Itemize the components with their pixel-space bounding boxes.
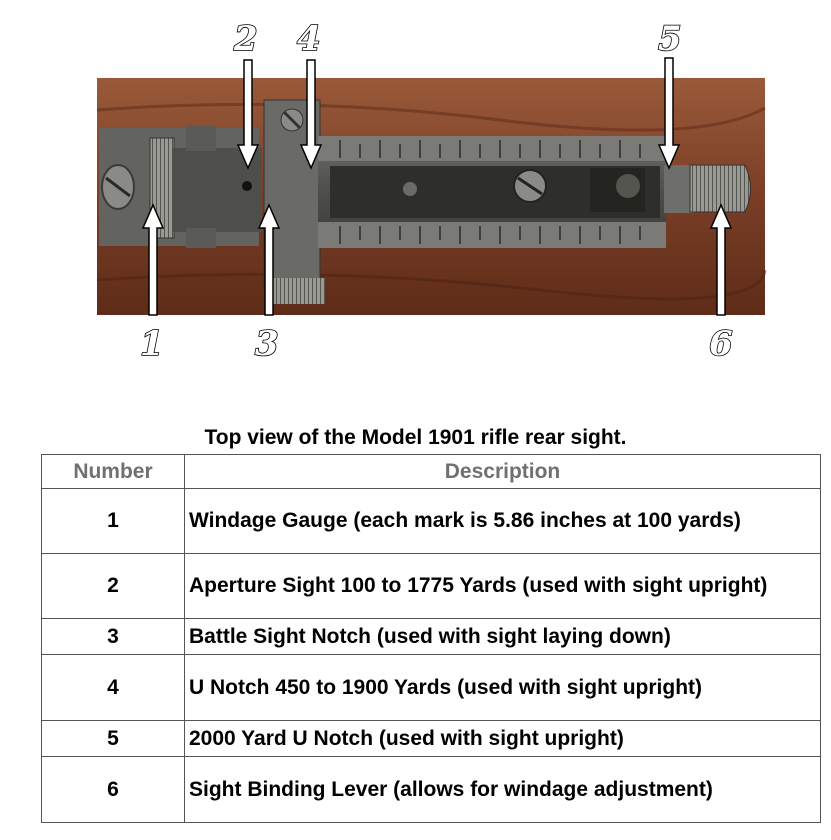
- row-number: 2: [41, 553, 185, 619]
- row-number: 3: [41, 618, 185, 655]
- row-description: Sight Binding Lever (allows for windage …: [184, 756, 821, 823]
- callout-2: 2: [233, 19, 258, 59]
- row-number: 5: [41, 720, 185, 757]
- callout-5: 5: [657, 19, 682, 59]
- table-row: 1 Windage Gauge (each mark is 5.86 inche…: [41, 488, 821, 554]
- table-row: 2 Aperture Sight 100 to 1775 Yards (used…: [41, 553, 821, 619]
- table-row: 5 2000 Yard U Notch (used with sight upr…: [41, 720, 821, 757]
- row-description: Battle Sight Notch (used with sight layi…: [184, 618, 821, 655]
- row-description: 2000 Yard U Notch (used with sight uprig…: [184, 720, 821, 757]
- table-row: 4 U Notch 450 to 1900 Yards (used with s…: [41, 654, 821, 721]
- row-description: Aperture Sight 100 to 1775 Yards (used w…: [184, 553, 821, 619]
- callout-4: 4: [296, 19, 321, 59]
- rear-sight-photo: [96, 57, 767, 316]
- callout-3: 3: [254, 324, 279, 364]
- row-number: 6: [41, 756, 185, 823]
- table-row: 6 Sight Binding Lever (allows for windag…: [41, 756, 821, 823]
- row-description: U Notch 450 to 1900 Yards (used with sig…: [184, 654, 821, 721]
- rear-sight-figure: 2 4 5 1 3 6: [0, 0, 831, 390]
- header-number: Number: [41, 454, 185, 489]
- table-row: 3 Battle Sight Notch (used with sight la…: [41, 618, 821, 655]
- row-description: Windage Gauge (each mark is 5.86 inches …: [184, 488, 821, 554]
- row-number: 4: [41, 654, 185, 721]
- callout-1: 1: [139, 324, 164, 364]
- table-header-row: Number Description: [41, 454, 821, 489]
- parts-table: Number Description 1 Windage Gauge (each…: [41, 454, 821, 823]
- figure-caption: Top view of the Model 1901 rifle rear si…: [204, 426, 627, 449]
- header-description: Description: [184, 454, 821, 489]
- row-number: 1: [41, 488, 185, 554]
- callout-6: 6: [708, 324, 733, 364]
